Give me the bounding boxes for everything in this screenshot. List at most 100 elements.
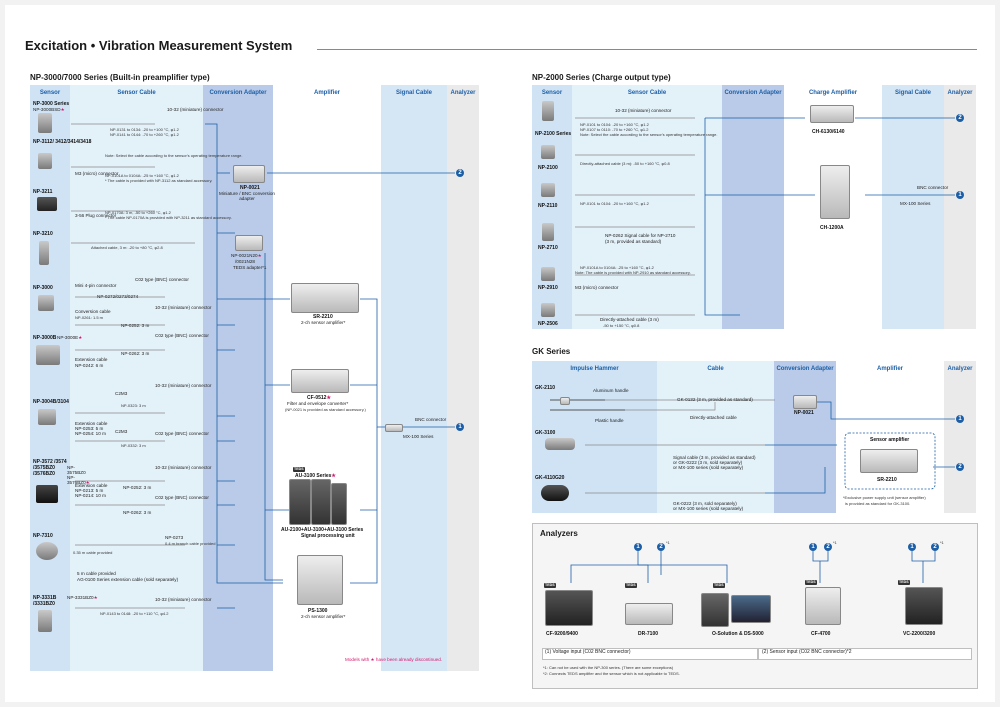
np2000-cable-9: Note: The cable is provided with NP-2910… xyxy=(575,270,691,275)
gk-label-2: Directly-attached cable xyxy=(690,415,737,420)
analyzer-column xyxy=(447,85,479,671)
sr-2210-icon xyxy=(291,283,359,313)
gk-adapter-label: NP-0021 xyxy=(794,410,814,416)
sensor-icon-3 xyxy=(37,197,57,211)
cable-label-13: NP-0272/0273/0274 xyxy=(97,294,139,299)
amp-label-2: CF-0512★ xyxy=(307,395,331,401)
teds-adapter-icon xyxy=(235,235,263,251)
sensor-label-10: NP-3331B /3331BZ0 xyxy=(33,595,57,607)
cable-label-38: NP-0273 xyxy=(165,535,184,540)
cable-label-4: M3 (micro) connector xyxy=(75,171,119,176)
np2910-icon xyxy=(541,267,555,281)
sensor-icon-9 xyxy=(36,542,58,560)
cable-label-16: NP-0261: 1.5 m xyxy=(75,315,104,320)
teds-badge-cf4700: TEDS xyxy=(805,580,817,585)
amp-label-5: AU-3100 Series★ xyxy=(295,473,336,479)
teds-badge-au: TEDS xyxy=(293,467,305,472)
gk-amp-col xyxy=(836,361,944,513)
gk-amp-note-0: *Exclusive power supply unit (sensor amp… xyxy=(843,495,926,500)
gk-analyzer-col xyxy=(944,361,976,513)
ds5000-icon xyxy=(731,595,771,623)
an-marker-1c: 1 xyxy=(908,543,916,551)
cable-label-30: NP-0332: 3 m xyxy=(121,443,146,448)
analyzers-heading: Analyzers xyxy=(540,529,578,538)
teds-badge-cf9200: TEDS xyxy=(544,583,556,588)
sensor-icon-2 xyxy=(38,153,52,169)
cable-label-12: C02 type (BNC) connector xyxy=(135,277,189,282)
np2000-cable-11: Directly-attached cable (3 m) xyxy=(600,317,659,322)
sensor-icon-4 xyxy=(39,241,49,265)
np2000-cable-6: NP-0262 Signal cable for NP-2710 xyxy=(605,233,676,238)
cable-label-14: 10-32 (miniature) connector xyxy=(155,305,212,310)
gk-label-0: Aluminum handle xyxy=(593,388,629,393)
cable-label-41: 5 m cable provided xyxy=(77,571,116,576)
cable-label-5: NP-0101A to 0104A: -25 to +160 °C, φ1.2 xyxy=(105,173,179,178)
cable-label-6: * The cable is provided with NP-3112 as … xyxy=(105,178,213,183)
cable-label-3: Note: Select the cable according to the … xyxy=(105,153,243,158)
an-sup-c: *1 xyxy=(940,540,944,545)
cable-label-8: NP-0170A: 3 m, -50 to +260 °C, φ1.2 xyxy=(105,210,171,215)
np2000-cable-7: (3 m, provided as standard) xyxy=(605,239,662,244)
ch-1200a-icon xyxy=(820,165,850,219)
cable-label-32: Extension cable xyxy=(75,483,108,488)
sensor-note-8: NP-3575BZ0 NP-3576BZ0★ xyxy=(67,465,90,485)
title-rule xyxy=(317,49,977,50)
gk-sr2210-icon xyxy=(860,449,918,473)
sensor-icon-8 xyxy=(36,485,58,503)
au-unit-icon-2 xyxy=(311,479,331,525)
np2000-hdr-adapter: Conversion Adapter xyxy=(724,90,782,96)
cable-label-43: 10-32 (miniature) connector xyxy=(155,597,212,602)
legend-2: (2) Sensor input (C02 BNC connector)*2 xyxy=(762,649,852,655)
gk-hdr-cable: Cable xyxy=(707,366,724,372)
gk-label-3: Plastic handle xyxy=(595,418,624,423)
np2000-sensor-3: NP-2710 xyxy=(538,245,558,251)
np2000-cable-2: NP-0107 to 0110: -70 to +260 °C, φ1.2 xyxy=(580,127,649,132)
np2000-cable-4: Directly-attached cable (3 m): -50 to +1… xyxy=(580,161,670,166)
np2000-marker-1: 1 xyxy=(956,191,964,199)
cable-label-24: Extension cable xyxy=(75,421,108,426)
gk3100-hammer-icon xyxy=(545,438,575,450)
cable-label-10: Attached cable, 3 m: -20 to +80 °C, φ2.8 xyxy=(91,245,163,250)
legend-box-1 xyxy=(542,648,758,660)
np2000-heading: NP-2000 Series (Charge output type) xyxy=(532,73,671,82)
an-marker-1a: 1 xyxy=(634,543,642,551)
np2000-sensor-0: NP-2100 Series xyxy=(535,131,572,137)
legend-1: (1) Voltage input (C02 BNC connector) xyxy=(545,649,631,655)
cable-label-18: C02 type (BNC) connector xyxy=(155,333,209,338)
np2000-charge-0: CH-6130/6140 xyxy=(812,129,845,135)
left-heading: NP-3000/7000 Series (Built-in preamplifi… xyxy=(30,73,210,82)
sensor-label-6: NP-3000B xyxy=(33,335,57,341)
cable-label-27: NP-0323: 3 m xyxy=(121,403,146,408)
np2000-charge-1: CH-1200A xyxy=(820,225,844,231)
gk-adapter-col xyxy=(774,361,836,513)
np2110-icon xyxy=(541,183,555,197)
ch-6130-icon xyxy=(810,105,854,123)
gk-hdr-analyzer: Analyzer xyxy=(947,366,973,372)
sensor-label-1: NP-3000 Series xyxy=(33,101,70,107)
gk-label-6: or MX-100 series (sold separately) xyxy=(673,465,744,470)
sensor-label-7: NP-3004B/3104 xyxy=(33,399,69,405)
analyzer-model-1: DR-7100 xyxy=(638,631,659,637)
np2000-sensor-col xyxy=(532,85,572,329)
ps-1300-icon xyxy=(297,555,343,605)
teds-badge-dr7100: TEDS xyxy=(625,583,637,588)
np2000-marker-2: 2 xyxy=(956,114,964,122)
hdr-cable: Sensor Cable xyxy=(117,90,156,96)
np2000-sensor-2: NP-2110 xyxy=(538,203,558,209)
cable-label-42: AG-0100 Series extension cable (sold sep… xyxy=(77,577,179,582)
gk-amp-model: SR-2210 xyxy=(877,477,897,483)
sensor-label-8: NP-3572 /3574 /3575BZ0 /3576BZ0 xyxy=(33,459,67,477)
cable-label-29: C02 type (BNC) connector xyxy=(155,431,209,436)
analyzer-model-2: O-Solution & DS-5000 xyxy=(712,631,764,637)
gk-hdr-amplifier: Amplifier xyxy=(876,366,903,372)
analyzer-note-2: *2: Connects TEDS amplifier and the sens… xyxy=(543,671,680,676)
au-unit-icon-1 xyxy=(289,479,311,525)
np2000-hdr-cable: Sensor Cable xyxy=(627,90,667,96)
gk-label-7: GK-0222 (3 m, sold separately) xyxy=(673,501,737,506)
gk-np0021-icon xyxy=(793,395,817,409)
marker-1-left: 1 xyxy=(456,423,464,431)
cable-label-28: C2M3 xyxy=(115,429,128,434)
np2000-sensor-4: NP-2910 xyxy=(538,285,558,291)
adapter-label-2: NP-0021N20★ xyxy=(231,253,262,258)
marker-2-left: 2 xyxy=(456,169,464,177)
